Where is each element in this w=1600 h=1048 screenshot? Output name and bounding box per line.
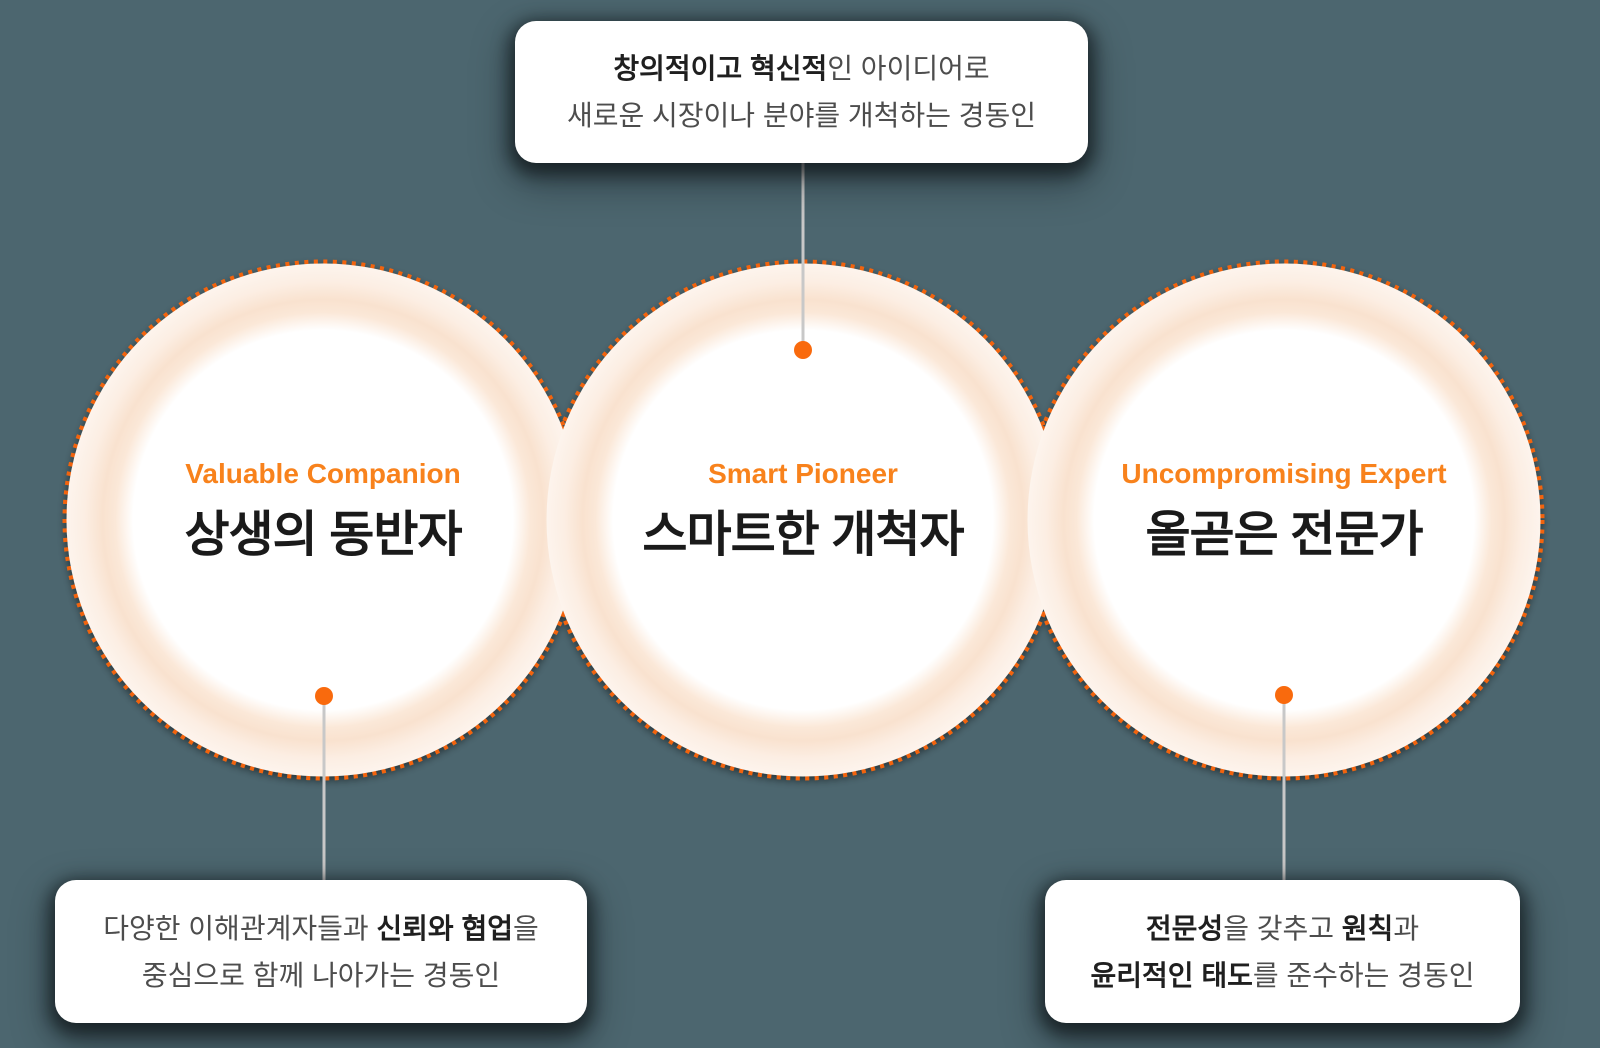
callout-text-line: 윤리적인 태도를 준수하는 경동인 <box>1090 959 1475 991</box>
callout-text-line: 중심으로 함께 나아가는 경동인 <box>141 959 501 991</box>
connector-dot-bottom-left <box>315 687 333 705</box>
circle-fill-left <box>66 263 580 777</box>
connector-dot-top <box>794 341 812 359</box>
callout-text-line: 전문성을 갖추고 원칙과 <box>1145 912 1420 944</box>
callout-text-line: 새로운 시장이나 분야를 개척하는 경동인 <box>566 100 1037 131</box>
callout-text-line: 창의적이고 혁신적인 아이디어로 <box>613 53 990 84</box>
connector-dot-bottom-right <box>1275 686 1293 704</box>
value-blob <box>62 259 1545 781</box>
circle-fill-right <box>1027 263 1541 777</box>
callout-text-line: 다양한 이해관계자들과 신뢰와 협업을 <box>103 912 539 944</box>
circle-fill-center <box>546 263 1060 777</box>
